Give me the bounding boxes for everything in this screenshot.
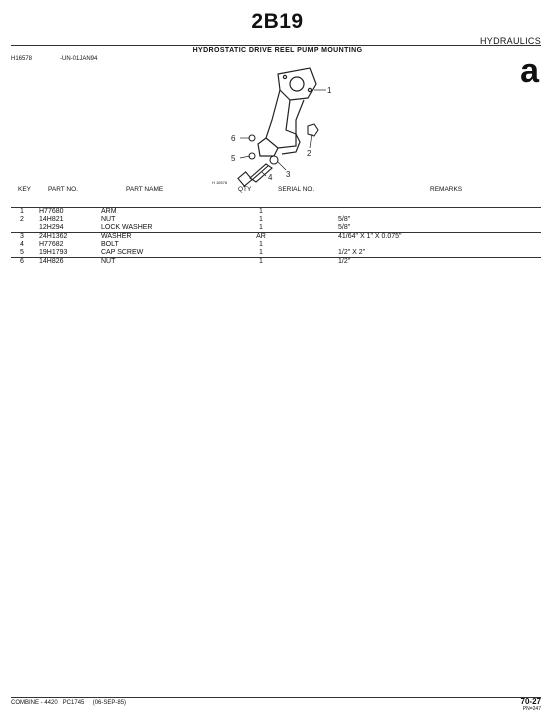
remarks-cell: 1/2" bbox=[338, 257, 541, 266]
callout-1: 1 bbox=[327, 86, 332, 95]
remarks-cell: 1/2" X 2" bbox=[338, 249, 366, 256]
callout-3: 3 bbox=[286, 170, 291, 179]
serial-cell bbox=[286, 224, 338, 233]
serial-cell bbox=[286, 241, 338, 249]
serial-cell bbox=[286, 216, 338, 224]
part-name-cell: LOCK WASHER bbox=[101, 224, 153, 231]
table-row: 12H294 LOCK WASHER 1 5/8" bbox=[11, 224, 541, 233]
part-number-cell: 12H294 bbox=[39, 224, 64, 231]
callout-2: 2 bbox=[307, 149, 312, 158]
col-qty: QTY bbox=[238, 186, 252, 193]
qty-cell: 1 bbox=[259, 249, 263, 256]
part-number-cell: 14H826 bbox=[33, 257, 101, 266]
qty-cell: 1 bbox=[259, 216, 263, 223]
qty-cell: 1 bbox=[259, 224, 263, 231]
figure-date: -UN-01JAN94 bbox=[60, 56, 98, 62]
key-cell: 3 bbox=[11, 232, 33, 241]
header-rule bbox=[11, 45, 541, 46]
part-name-cell: ARM bbox=[101, 207, 236, 216]
bolt bbox=[237, 163, 273, 187]
footer-code: PN=247 bbox=[522, 706, 541, 712]
part-name-cell: BOLT bbox=[101, 241, 119, 248]
remarks-cell: 5/8" bbox=[338, 216, 351, 223]
figure-id: H16578 bbox=[11, 56, 33, 62]
col-part-no: PART NO. bbox=[48, 186, 78, 193]
remarks-cell bbox=[338, 241, 541, 249]
table-row: 4 H77682 BOLT 1 bbox=[11, 241, 541, 249]
washer bbox=[269, 155, 279, 165]
qty-cell: 1 bbox=[259, 241, 263, 248]
key-cell: 4 bbox=[20, 241, 24, 248]
callout-6: 6 bbox=[231, 134, 236, 143]
table-row: 2 14H821 NUT 1 5/8" bbox=[11, 216, 541, 224]
col-part-name: PART NAME bbox=[126, 186, 164, 193]
nut bbox=[307, 123, 319, 137]
callout-4: 4 bbox=[268, 173, 273, 182]
image-ref: H 16578 bbox=[212, 180, 228, 185]
part-number-cell: 24H1362 bbox=[33, 232, 101, 241]
key-cell: 6 bbox=[11, 257, 33, 266]
part-number-cell: 19H1793 bbox=[39, 249, 68, 256]
part-name-cell: NUT bbox=[101, 216, 116, 223]
remarks-cell bbox=[338, 207, 541, 216]
part-number-cell: 14H821 bbox=[39, 216, 64, 223]
qty-cell: 1 bbox=[236, 207, 286, 216]
figure-title: HYDROSTATIC DRIVE REEL PUMP MOUNTING bbox=[192, 47, 363, 54]
footer-model: COMBINE - 4420 PC1745 (06-SEP-85) bbox=[11, 700, 127, 706]
footer-rule bbox=[11, 697, 541, 698]
footer-page-number: 70-27 bbox=[520, 697, 541, 706]
key-cell: 5 bbox=[20, 249, 24, 256]
key-cell: 2 bbox=[20, 216, 24, 223]
serial-cell bbox=[286, 232, 338, 241]
col-serial: SERIAL NO. bbox=[278, 186, 315, 193]
page-code: 2B19 bbox=[251, 10, 304, 33]
arm-bracket bbox=[257, 67, 317, 157]
remarks-cell: 5/8" bbox=[338, 224, 351, 231]
serial-cell bbox=[286, 257, 338, 266]
part-number-cell: H77680 bbox=[33, 207, 101, 216]
col-remarks: REMARKS bbox=[430, 186, 463, 193]
part-name-cell: WASHER bbox=[101, 232, 236, 241]
part-name-cell: NUT bbox=[101, 257, 236, 266]
serial-cell bbox=[286, 249, 338, 258]
key-cell: 1 bbox=[11, 207, 33, 216]
key-cell bbox=[11, 224, 33, 233]
qty-cell: AR bbox=[236, 232, 286, 241]
part-number-cell: H77682 bbox=[39, 241, 64, 248]
part-name-cell: CAP SCREW bbox=[101, 249, 144, 256]
logo-letter: a bbox=[520, 52, 539, 90]
serial-cell bbox=[286, 207, 338, 216]
table-row: 5 19H1793 CAP SCREW 1 1/2" X 2" bbox=[11, 249, 541, 258]
col-key: KEY bbox=[18, 186, 32, 193]
parts-diagram: 1 2 3 4 5 6 H 16578 bbox=[212, 67, 332, 187]
remarks-cell: 41/64" X 1" X 0.075" bbox=[338, 232, 541, 241]
qty-cell: 1 bbox=[236, 257, 286, 266]
callout-5: 5 bbox=[231, 154, 236, 163]
section-label: HYDRAULICS bbox=[479, 36, 541, 46]
